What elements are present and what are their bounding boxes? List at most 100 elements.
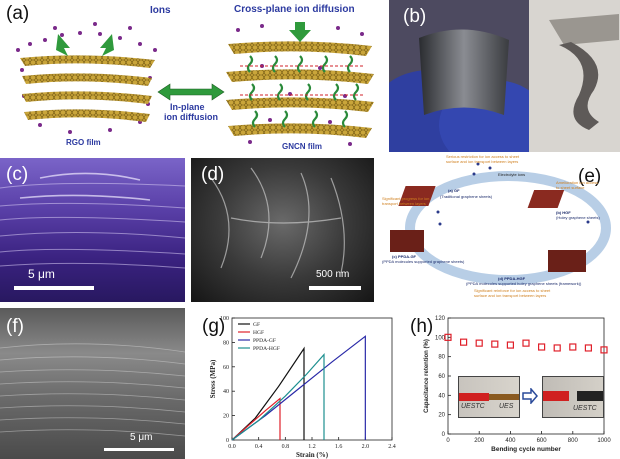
panel-e-schematic: (e) Serious restriction for ion access t… <box>378 152 620 308</box>
y-tick-label: 100 <box>220 316 229 322</box>
panel-f-texture <box>0 343 185 451</box>
inset-photo-right: UESTC <box>542 376 604 418</box>
gncn-film-label: GNCN film <box>282 142 322 151</box>
y-tick-label: 120 <box>435 316 446 322</box>
e-b-note-2: to sheet surface <box>556 185 585 190</box>
data-point <box>506 341 515 349</box>
inset-wire-red-left <box>459 393 489 401</box>
e-bottom-note-1: Significant reinforce for ion access to … <box>474 288 551 293</box>
series-line-gf <box>231 346 305 441</box>
panel-b-illustration <box>389 0 620 152</box>
inset-text-2: UES <box>499 403 514 410</box>
inset-wire-red-right <box>543 391 569 401</box>
scale-label-d: 500 nm <box>316 269 350 280</box>
y-tick-label: 60 <box>223 365 229 371</box>
cross-plane-label: Cross-plane ion diffusion <box>234 4 355 15</box>
y-tick-label: 60 <box>438 374 445 380</box>
ppda-gf-stack <box>390 230 424 252</box>
scale-bar-d <box>309 286 361 290</box>
panel-b-photo: (b) <box>389 0 620 152</box>
y-tick-label: 80 <box>223 340 229 346</box>
red-flow-arrows <box>240 65 364 96</box>
inset-device-left <box>489 394 519 400</box>
x-tick-label: 2.4 <box>388 444 396 450</box>
panel-label-b: (b) <box>403 6 427 27</box>
e-top-note-2: surface and ion transport between layers <box>446 159 519 164</box>
y-tick-label: 80 <box>438 355 445 361</box>
legend-label: PPDA-HGF <box>253 346 280 352</box>
panel-label-e: (e) <box>578 166 602 187</box>
e-electrolyte: Electrolyte ions <box>498 172 526 177</box>
rgo-layers <box>20 55 155 122</box>
y-tick-label: 20 <box>223 414 229 420</box>
x-tick-label: 2.0 <box>362 444 370 450</box>
nanotube-spacers <box>246 55 360 128</box>
x-tick-label: 0.4 <box>255 444 263 450</box>
panel-label-f: (f) <box>6 316 24 337</box>
y-axis-label: Capacitance retention (%) <box>424 339 430 413</box>
gncn-layers <box>226 41 374 138</box>
e-c-sub: (PPDA molecules supported graphene sheet… <box>382 259 465 264</box>
series-line-hgf <box>231 397 281 441</box>
panel-c-texture <box>0 172 185 290</box>
flexible-film-bent <box>559 42 599 130</box>
x-tick-label: 1.2 <box>308 444 316 450</box>
y-tick-label: 100 <box>435 335 446 341</box>
y-axis-label: Stress (MPa) <box>209 359 217 398</box>
in-plane-label-1: In-plane <box>170 102 205 112</box>
y-tick-label: 20 <box>438 413 445 419</box>
data-point <box>522 339 530 347</box>
scale-bar-c <box>14 286 94 290</box>
data-point <box>553 344 561 352</box>
series-line-ppda-hgf <box>231 353 325 441</box>
panel-a-schematic <box>16 22 374 146</box>
inset-text-3: UESTC <box>573 405 597 412</box>
e-d-title: (d) PPDA-HGF <box>498 276 526 281</box>
panel-label-h: (h) <box>410 316 434 337</box>
panel-label-g: (g) <box>202 316 226 337</box>
e-d-sub: (PPDA molecules supported holey graphene… <box>466 281 582 286</box>
flexible-film-rolled <box>419 29 509 115</box>
inset-photo-left: UESTC UES <box>458 376 520 418</box>
panel-e-ring <box>390 162 611 285</box>
e-a-sub: (Traditional graphene sheets) <box>440 194 493 199</box>
data-point <box>600 346 608 354</box>
data-point <box>569 343 577 351</box>
panel-d-texture <box>210 167 361 290</box>
x-tick-label: 1.6 <box>335 444 343 450</box>
panel-f-sem: (f) 5 μm <box>0 308 185 459</box>
legend-label: PPDA-GF <box>253 338 276 344</box>
e-b-note-1: Amelioration ion access <box>556 180 599 185</box>
y-tick-label: 0 <box>226 438 229 444</box>
tweezers <box>549 14 619 45</box>
scale-bar-f <box>104 448 174 451</box>
cross-plane-arrow <box>289 22 311 42</box>
panel-a: (a) Ions Cross-plane ion diffusion In-pl… <box>0 0 378 152</box>
e-a-title: (a) GF <box>448 188 460 193</box>
ppda-hgf-stack <box>548 250 586 272</box>
x-tick-label: 200 <box>474 438 485 444</box>
data-point <box>459 338 468 346</box>
ion-dots-e <box>436 162 590 226</box>
e-bottom-note-2: surface and ion transport between layers <box>474 293 547 298</box>
inset-text-1: UESTC <box>461 403 485 410</box>
rgo-film-label: RGO film <box>66 138 101 147</box>
y-tick-label: 40 <box>438 393 445 399</box>
inset-wire-black-right <box>577 391 603 401</box>
e-b-sub: (Holey graphene sheets) <box>556 215 600 220</box>
x-axis-label: Strain (%) <box>296 451 329 459</box>
gf-stack <box>398 186 436 206</box>
x-tick-label: 0.0 <box>228 444 236 450</box>
data-point <box>584 344 592 352</box>
data-point <box>491 340 499 348</box>
panel-label-a: (a) <box>6 3 30 24</box>
arrow-left-2 <box>100 34 114 56</box>
data-point <box>475 339 483 347</box>
in-plane-label-2: ion diffusion <box>164 112 218 122</box>
e-b-title: (b) HGF <box>556 210 571 215</box>
e-top-note-1: Serious restriction for ion access to sh… <box>446 154 520 159</box>
